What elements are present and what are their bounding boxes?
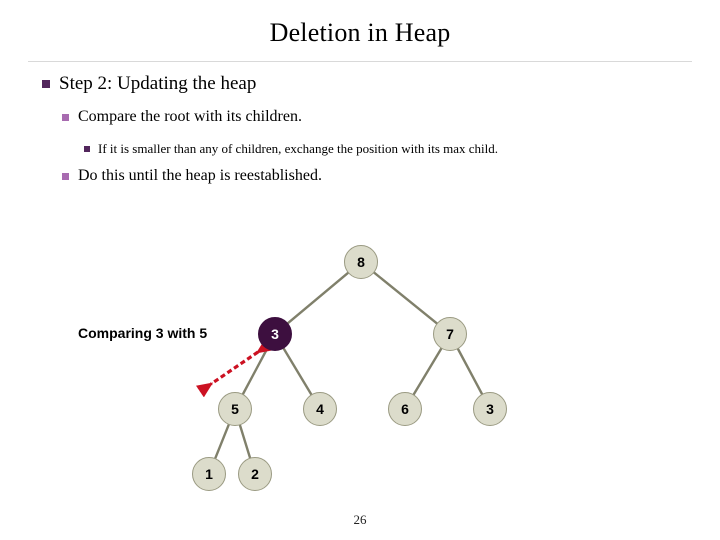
page-title: Deletion in Heap — [269, 18, 451, 47]
tree-node-3: 3 — [473, 392, 507, 426]
tree-node-1: 1 — [192, 457, 226, 491]
tree-edge-layer — [214, 271, 484, 460]
bullet-marker-square — [62, 114, 69, 121]
compare-annotation-label: Comparing 3 with 5 — [78, 325, 208, 341]
bullet-level1-label: Step 2: Updating the heap — [59, 73, 257, 94]
tree-node-7: 7 — [433, 317, 467, 351]
bullet-marker-square — [62, 173, 69, 180]
tree-node-5: 5 — [218, 392, 252, 426]
title-divider — [28, 61, 692, 62]
tree-node-3-highlighted: 3 — [258, 317, 292, 351]
swap-arrow — [195, 338, 274, 398]
bullet-level1: Step 2: Updating the heap — [42, 72, 256, 96]
tree-edge — [214, 423, 230, 460]
bullet-level3-exchange-label: If it is smaller than any of children, e… — [98, 141, 499, 156]
bullet-level2-compare-label: Compare the root with its children. — [78, 108, 302, 125]
tree-edge — [456, 347, 484, 396]
bullet-level3-exchange: If it is smaller than any of children, e… — [84, 140, 498, 157]
swap-arrow-line — [195, 338, 274, 398]
tree-node-4: 4 — [303, 392, 337, 426]
tree-edge — [282, 347, 313, 396]
bullet-marker-square — [42, 80, 50, 88]
slide-page-number: 26 — [353, 512, 367, 527]
bullet-marker-square — [84, 146, 90, 152]
tree-edge — [412, 347, 443, 396]
tree-edge — [241, 347, 269, 396]
tree-edge — [286, 271, 350, 325]
tree-edge — [373, 271, 438, 325]
bullet-level2-repeat-label: Do this until the heap is reestablished. — [78, 167, 322, 184]
tree-node-6: 6 — [388, 392, 422, 426]
bullet-level2-compare: Compare the root with its children. — [62, 107, 302, 127]
tree-edge — [238, 424, 252, 459]
bullet-level2-repeat: Do this until the heap is reestablished. — [62, 166, 322, 186]
tree-node-2: 2 — [238, 457, 272, 491]
tree-node-8: 8 — [344, 245, 378, 279]
